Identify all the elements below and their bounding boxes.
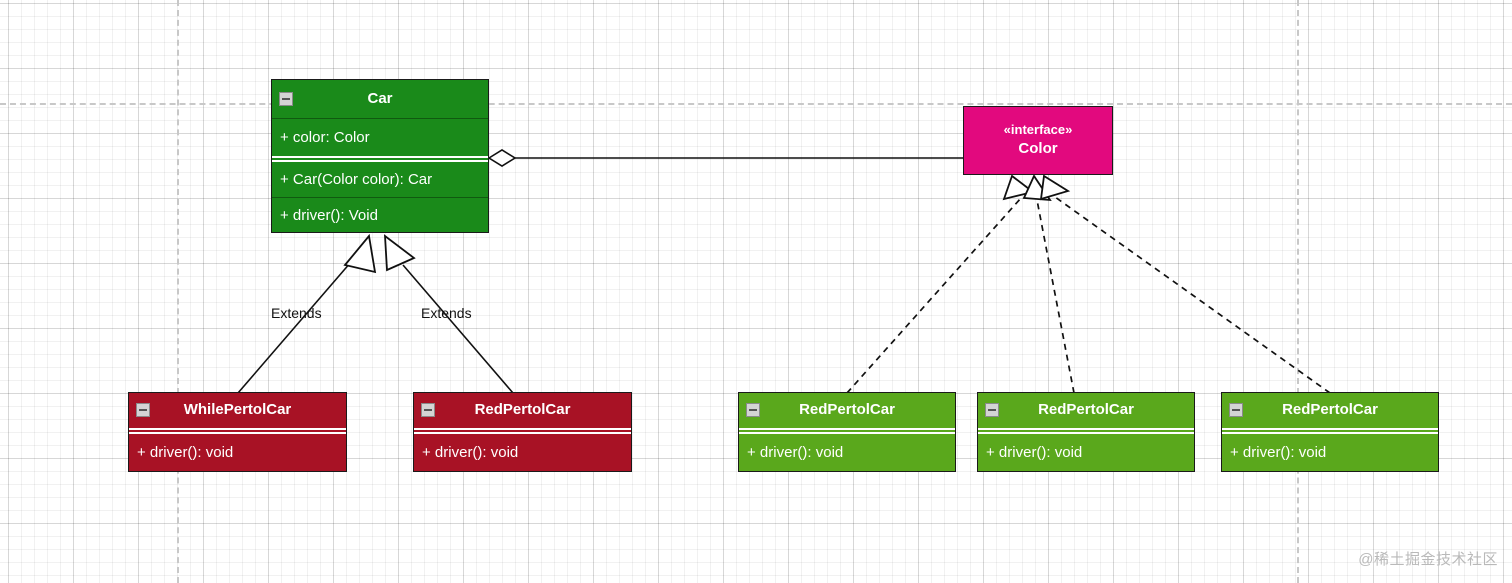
header-divider <box>272 118 488 119</box>
collapse-minus-icon[interactable] <box>746 403 760 417</box>
page-break-vertical-left <box>177 0 179 583</box>
realization-edge-2 <box>1022 174 1075 394</box>
class-node-red-petrol-car-3[interactable]: RedPertolCar + driver(): void <box>1221 392 1439 472</box>
realization-edge-1 <box>846 174 1036 394</box>
class-node-red-petrol-car-2[interactable]: RedPertolCar + driver(): void <box>977 392 1195 472</box>
class-header-red-petrol-car-2: RedPertolCar <box>978 393 1194 427</box>
attributes-methods-separator <box>739 427 955 434</box>
class-name-red-petrol-car-3: RedPertolCar <box>1282 401 1378 419</box>
interface-stereotype: «interface» <box>1003 122 1073 138</box>
aggregation-edge-car-color <box>487 149 963 167</box>
class-node-while-petrol-car[interactable]: WhilePertolCar + driver(): void <box>128 392 347 472</box>
attributes-methods-separator <box>272 155 488 162</box>
class-method-row-driver: + driver(): void <box>986 444 1083 461</box>
attributes-methods-separator <box>414 427 631 434</box>
collapse-minus-icon[interactable] <box>985 403 999 417</box>
class-name-red-petrol-car-red: RedPertolCar <box>474 401 571 419</box>
class-attribute-row: + color: Color <box>280 128 370 146</box>
class-method-row-driver: + driver(): void <box>137 444 234 461</box>
class-name-red-petrol-car-2: RedPertolCar <box>1038 401 1134 419</box>
class-header-car: Car <box>272 80 488 118</box>
class-method-row-driver: + driver(): void <box>747 444 844 461</box>
realization-edge-3 <box>1039 174 1331 394</box>
class-header-red-petrol-car-3: RedPertolCar <box>1222 393 1438 427</box>
page-break-vertical-right <box>1297 0 1299 583</box>
collapse-minus-icon[interactable] <box>136 403 150 417</box>
collapse-minus-icon[interactable] <box>421 403 435 417</box>
class-header-red-petrol-car-1: RedPertolCar <box>739 393 955 427</box>
method-divider <box>272 197 488 198</box>
attributes-methods-separator <box>1222 427 1438 434</box>
page-break-horizontal <box>0 103 1512 105</box>
class-name-red-petrol-car-1: RedPertolCar <box>799 401 895 419</box>
collapse-minus-icon[interactable] <box>279 92 293 106</box>
class-method-row-driver: + driver(): Void <box>280 207 378 224</box>
edge-label-extends-left: Extends <box>271 305 322 321</box>
class-node-red-petrol-car-red[interactable]: RedPertolCar + driver(): void <box>413 392 632 472</box>
attributes-methods-separator <box>978 427 1194 434</box>
interface-name-color: Color <box>1018 140 1058 158</box>
class-name-while-petrol-car: WhilePertolCar <box>183 401 292 419</box>
class-name-car: Car <box>367 90 393 108</box>
interface-node-color[interactable]: «interface» Color <box>963 106 1113 175</box>
class-node-car[interactable]: Car + color: Color + Car(Color color): C… <box>271 79 489 233</box>
class-method-row-driver: + driver(): void <box>422 444 519 461</box>
watermark: @稀土掘金技术社区 <box>1358 551 1498 568</box>
edge-label-extends-right: Extends <box>421 305 472 321</box>
collapse-minus-icon[interactable] <box>1229 403 1243 417</box>
class-node-red-petrol-car-1[interactable]: RedPertolCar + driver(): void <box>738 392 956 472</box>
class-header-red-petrol-car-red: RedPertolCar <box>414 393 631 427</box>
class-method-row-driver: + driver(): void <box>1230 444 1327 461</box>
class-header-while-petrol-car: WhilePertolCar <box>129 393 346 427</box>
attributes-methods-separator <box>129 427 346 434</box>
class-method-row-constructor: + Car(Color color): Car <box>280 171 433 188</box>
